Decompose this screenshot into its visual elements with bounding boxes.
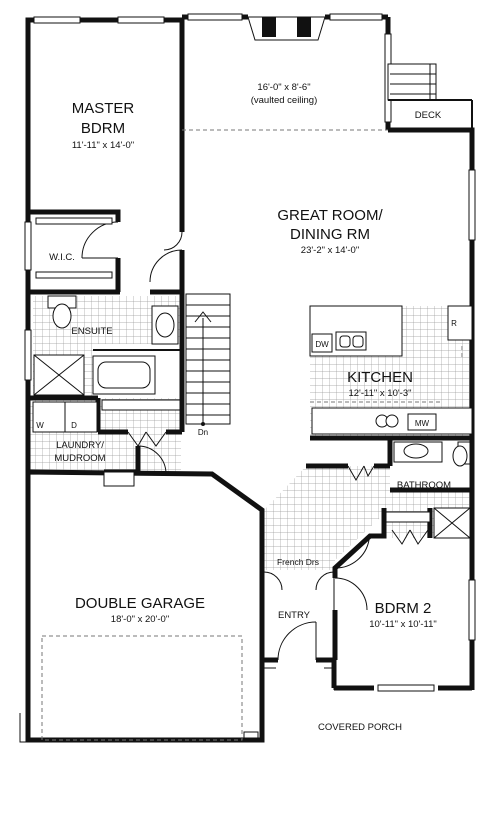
laundry-name-line2: MUDROOM [54, 453, 105, 464]
garage-door [41, 635, 259, 741]
washer-label: W [36, 421, 44, 430]
labels: MASTER BDRM 11'-11" x 14'-0" 16'-0" x 8'… [36, 82, 457, 733]
porch-label: COVERED PORCH [318, 722, 402, 733]
laundry-name-line1: LAUNDRY/ [56, 440, 104, 451]
garage-dims: 18'-0" x 20'-0" [111, 614, 169, 625]
bathroom-label: BATHROOM [397, 480, 451, 491]
entry-label: ENTRY [278, 610, 311, 621]
stairs [185, 293, 231, 426]
wic-label: W.I.C. [49, 252, 75, 263]
bdrm2-dims: 10'-11" x 10'-11" [369, 619, 437, 630]
laundry-fixtures [32, 399, 181, 475]
porch-outline [19, 667, 276, 743]
master-name-line2: BDRM [81, 120, 125, 137]
interior-walls [28, 20, 472, 660]
dishwasher-label: DW [315, 340, 329, 349]
master-name-line1: MASTER [72, 100, 135, 117]
ensuite-label: ENSUITE [71, 326, 112, 337]
vault-dims: 16'-0" x 8'-6" [257, 82, 310, 93]
kitchen-dims: 12'-11" x 10'-3" [348, 388, 411, 399]
master-dims: 11'-11" x 14'-0" [72, 140, 134, 151]
dryer-label: D [71, 421, 77, 430]
great-room-dims: 23'-2" x 14'-0" [301, 245, 359, 256]
great-room-name-line2: DINING RM [290, 226, 370, 243]
bathroom-fixtures [347, 441, 471, 545]
kitchen-fixtures [309, 305, 473, 435]
french-doors-label: French Drs [277, 557, 319, 567]
vault-note: (vaulted ceiling) [251, 95, 318, 106]
stairs-down-label: Dn [198, 428, 208, 437]
bdrm2-name: BDRM 2 [375, 600, 432, 617]
entry-doors [263, 539, 370, 661]
deck-label: DECK [415, 110, 442, 121]
kitchen-name: KITCHEN [347, 369, 413, 386]
deck-stairs [387, 63, 473, 132]
master-doors [35, 217, 183, 283]
fireplace [247, 16, 326, 41]
garage-name: DOUBLE GARAGE [75, 595, 205, 612]
microwave-label: MW [415, 419, 430, 428]
ensuite-fixtures [33, 295, 182, 396]
great-room-name-line1: GREAT ROOM/ [277, 207, 383, 224]
refrigerator-label: R [451, 319, 457, 328]
